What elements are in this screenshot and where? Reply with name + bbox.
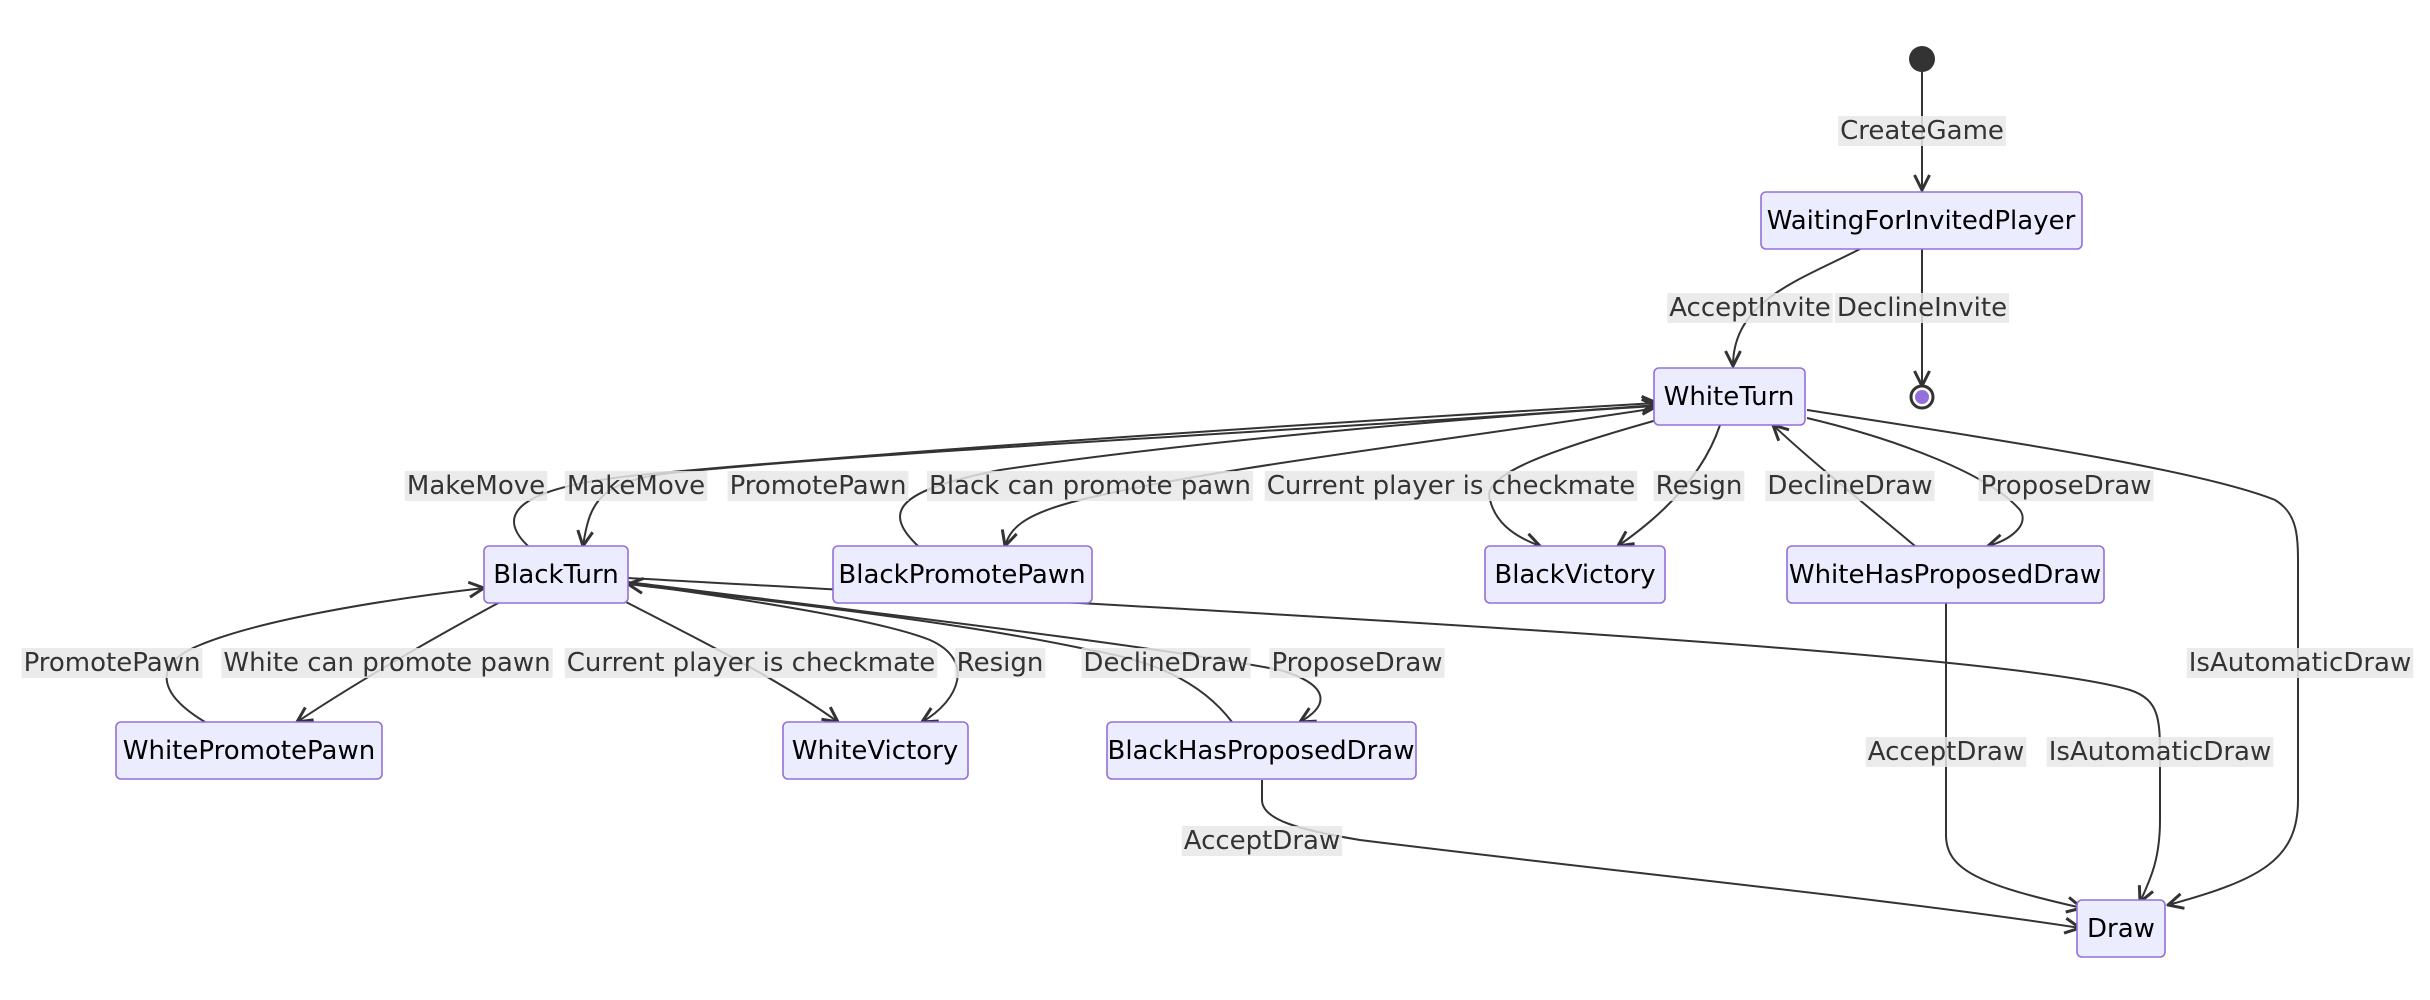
edge-label-background <box>1667 293 1833 323</box>
label-white-checkmate: Current player is checkmate <box>1267 471 1636 501</box>
state-box <box>483 545 629 604</box>
state-box <box>1653 367 1806 426</box>
state-white-turn[interactable]: WhiteTurn <box>1653 367 1806 426</box>
label-black-decline-draw: DeclineDraw <box>1083 648 1248 678</box>
state-box <box>115 721 383 780</box>
state-box <box>782 721 969 780</box>
state-label: WhiteTurn <box>1664 382 1795 412</box>
edge-label-background <box>2046 737 2274 767</box>
label-black-makemove: MakeMove <box>407 471 545 501</box>
edge-black-promote-pawn <box>899 406 1657 547</box>
edge-black-decline-draw <box>628 584 1233 723</box>
edge-label-background <box>1978 471 2154 501</box>
state-black-victory[interactable]: BlackVictory <box>1484 545 1666 604</box>
edge-label-background <box>727 471 909 501</box>
edge-black-auto-draw <box>627 577 2161 902</box>
edge-label-background <box>1834 293 2010 323</box>
edge-white-promote-pawn <box>165 588 484 723</box>
edge-label-background <box>1865 737 2027 767</box>
state-label: BlackTurn <box>493 560 618 590</box>
state-box <box>832 545 1093 604</box>
edge-black-resign <box>627 582 959 722</box>
label-black-checkmate: Current player is checkmate <box>567 648 936 678</box>
state-black-promote-pawn[interactable]: BlackPromotePawn <box>832 545 1093 604</box>
label-white-promote-pawn: PromotePawn <box>24 648 201 678</box>
label-white-can-promote: White can promote pawn <box>223 648 550 678</box>
label-create-game: CreateGame <box>1840 116 2004 146</box>
edge-label-background <box>1264 471 1638 501</box>
start-dot <box>1909 46 1935 72</box>
state-box <box>1106 721 1417 780</box>
label-black-auto-draw: IsAutomaticDraw <box>2049 737 2271 767</box>
label-white-accept-draw: AcceptDraw <box>1868 737 2025 767</box>
state-draw[interactable]: Draw <box>2076 899 2166 958</box>
state-label: WhiteHasProposedDraw <box>1789 560 2101 590</box>
edge-label-background <box>954 648 1046 678</box>
edge-label-background <box>221 648 553 678</box>
edge-label-background <box>2186 648 2414 678</box>
edge-label-background <box>1269 648 1445 678</box>
edge-label-background <box>564 648 938 678</box>
edge-label-background <box>564 471 708 501</box>
end-marker <box>1909 384 1935 410</box>
edge-black-accept-draw <box>1261 780 2080 928</box>
state-white-victory[interactable]: WhiteVictory <box>782 721 969 780</box>
edge-white-auto-draw <box>1806 409 2300 905</box>
state-label: Draw <box>2087 914 2155 944</box>
state-label: BlackHasProposedDraw <box>1108 736 1415 766</box>
edge-label-background <box>1081 648 1251 678</box>
label-black-promote-pawn: PromotePawn <box>730 471 907 501</box>
state-label: WaitingForInvitedPlayer <box>1767 206 2076 236</box>
edge-label-background <box>1765 471 1935 501</box>
state-box <box>1786 545 2105 604</box>
edge-label-background <box>21 648 203 678</box>
state-label: WhitePromotePawn <box>123 736 375 766</box>
state-box <box>1484 545 1666 604</box>
label-black-can-promote: Black can promote pawn <box>929 471 1251 501</box>
label-black-propose-draw: ProposeDraw <box>1271 648 1442 678</box>
state-black-turn[interactable]: BlackTurn <box>483 545 629 604</box>
label-white-auto-draw: IsAutomaticDraw <box>2189 648 2411 678</box>
edge-labels: CreateGame AcceptInvite DeclineInvite Ma… <box>21 116 2414 856</box>
label-decline-invite: DeclineInvite <box>1837 293 2007 323</box>
state-label: BlackPromotePawn <box>838 560 1085 590</box>
edge-label-background <box>1838 116 2006 146</box>
label-black-accept-draw: AcceptDraw <box>1184 826 1341 856</box>
edge-label-background <box>404 471 548 501</box>
label-accept-invite: AcceptInvite <box>1669 293 1831 323</box>
end-inner-dot <box>1915 390 1929 404</box>
state-white-promote-pawn[interactable]: WhitePromotePawn <box>115 721 383 780</box>
edge-label-background <box>1181 826 1343 856</box>
edge-label-background <box>1653 471 1745 501</box>
label-white-propose-draw: ProposeDraw <box>1980 471 2151 501</box>
state-box <box>1760 191 2083 250</box>
label-black-resign: Resign <box>957 648 1044 678</box>
label-white-decline-draw: DeclineDraw <box>1767 471 1932 501</box>
edge-label-background <box>927 471 1253 501</box>
state-label: BlackVictory <box>1494 560 1655 590</box>
label-white-makemove: MakeMove <box>567 471 705 501</box>
state-white-has-proposed-draw[interactable]: WhiteHasProposedDraw <box>1786 545 2105 604</box>
state-label: WhiteVictory <box>792 736 959 766</box>
state-black-has-proposed-draw[interactable]: BlackHasProposedDraw <box>1106 721 1417 780</box>
edge-white-accept-draw <box>1945 602 2082 908</box>
label-white-resign: Resign <box>1656 471 1743 501</box>
state-waiting-for-invited-player[interactable]: WaitingForInvitedPlayer <box>1760 191 2083 250</box>
state-box <box>2076 899 2166 958</box>
